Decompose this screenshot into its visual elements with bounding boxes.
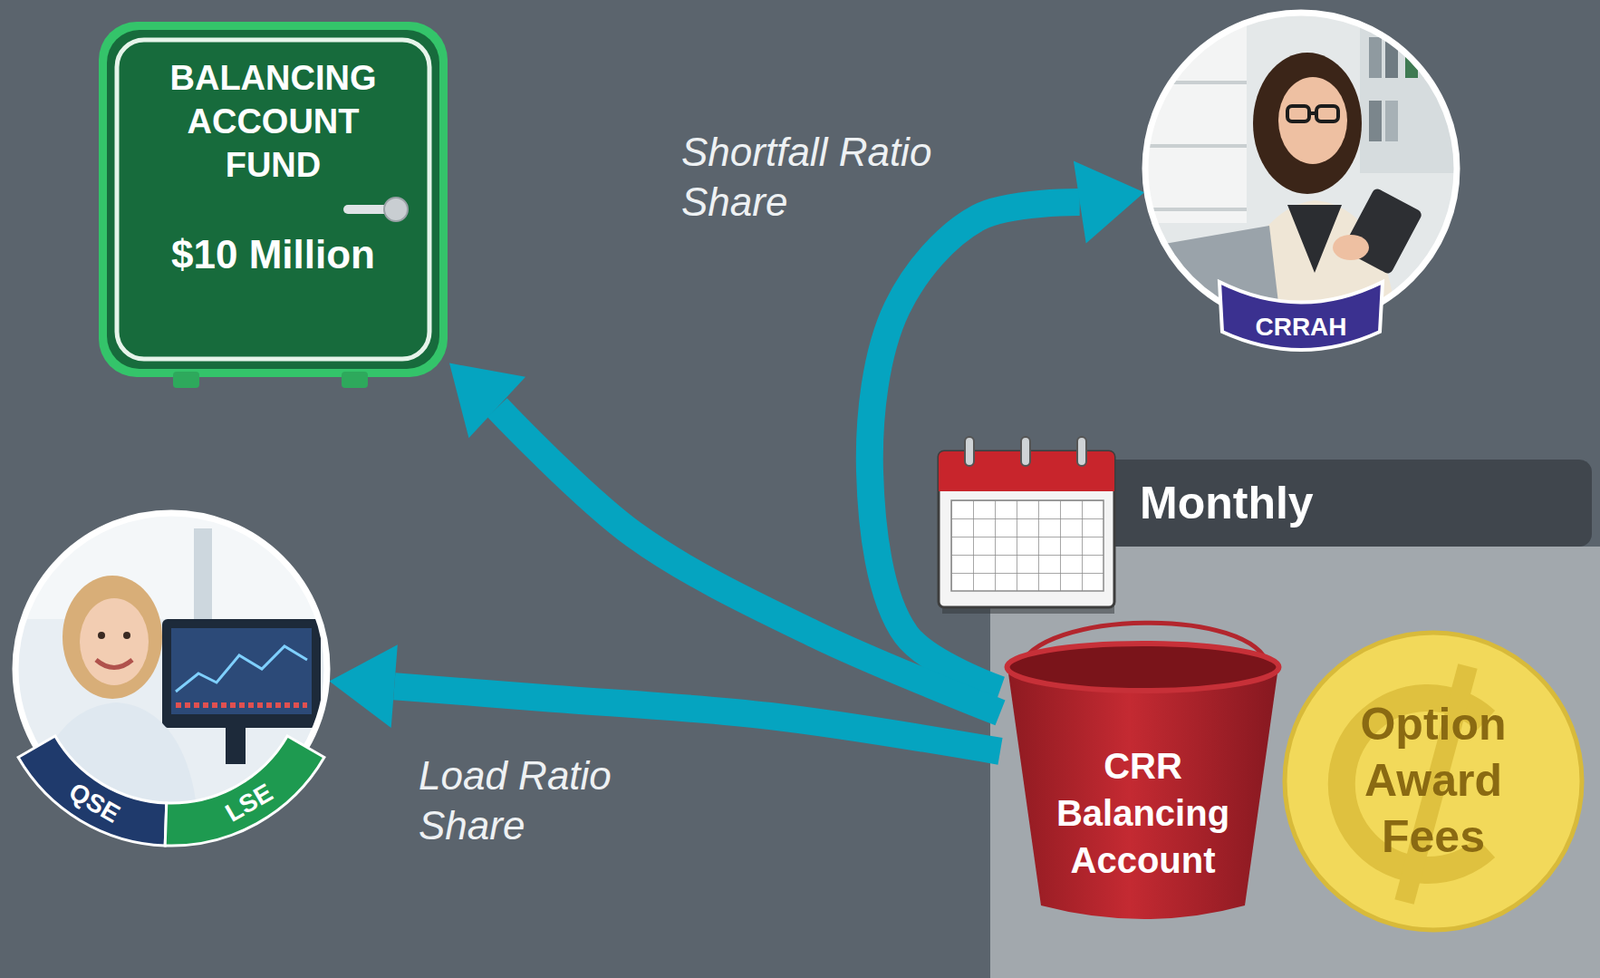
illustration-part: [171, 627, 312, 714]
arrow-head: [328, 644, 397, 728]
illustration-part: [175, 645, 308, 692]
safe-knob: [384, 197, 408, 222]
illustration-part: [1142, 9, 1460, 328]
node-shape: [12, 510, 330, 850]
photo-ring: [1145, 12, 1457, 325]
bucket-label: CRR Balancing Account: [1038, 742, 1248, 884]
lse-banner: [164, 735, 325, 846]
illustration-part: [951, 500, 1104, 591]
illustration-part: [1021, 436, 1031, 466]
coin-circle: Option Award Fees: [1281, 629, 1585, 933]
safe-foot: [173, 371, 200, 388]
role-circle: CRRAH: [1142, 9, 1460, 355]
fund-title: BALANCING ACCOUNT FUND: [155, 56, 391, 187]
fund-amount: $10 Million: [133, 230, 414, 279]
safe-box: BALANCING ACCOUNT FUND $10 Million: [96, 19, 450, 392]
illustration-part: [964, 436, 974, 466]
illustration-part: [1287, 106, 1310, 122]
illustration-part: [12, 510, 330, 619]
edge-label: Load Ratio Share: [418, 750, 655, 850]
edge-label: Shortfall Ratio Share: [681, 126, 972, 227]
bucket-body: [1007, 666, 1279, 919]
arrow-shaft: [869, 202, 1080, 690]
flow-arrow: [449, 363, 1001, 714]
panel-heading: Monthly: [1139, 475, 1439, 531]
illustration-part: [62, 575, 163, 699]
illustration-part: [1278, 77, 1348, 164]
coin-label: Option Award Fees: [1324, 695, 1543, 865]
safe-door-line: [116, 39, 430, 359]
qse-banner: [18, 735, 167, 846]
illustration-part: [1368, 100, 1382, 142]
flow-arrow: [869, 161, 1145, 690]
calendar-icon: [938, 436, 1115, 614]
illustration-part: [96, 659, 133, 668]
illustration-part: [1316, 106, 1339, 122]
illustration-part: [225, 727, 246, 764]
illustration-part: [1077, 436, 1087, 466]
role-circle: QSELSE: [12, 510, 330, 850]
node-shape: [1142, 9, 1460, 355]
arrow-head: [1073, 161, 1145, 244]
safe-border: [98, 21, 448, 377]
illustration-part: [938, 451, 1115, 608]
illustration-part: [1368, 37, 1382, 78]
monthly-panel: MonthlyCRR Balancing Account Option Award…: [990, 459, 1600, 978]
coin-face: [1284, 632, 1582, 930]
flow-arrow: [328, 644, 1001, 752]
role-name: CRRAH: [1219, 310, 1383, 344]
illustration-part: [1359, 19, 1460, 174]
role-banner: [1219, 281, 1383, 350]
illustration-part: [97, 631, 106, 639]
illustration-part: [175, 702, 308, 708]
arrow-head: [449, 363, 526, 439]
safe-foot: [341, 371, 368, 388]
illustration-part: [1341, 186, 1424, 275]
bucket-rim: [1007, 643, 1280, 691]
illustration-part: [1385, 100, 1398, 142]
arrow-shaft: [394, 685, 1001, 752]
illustration-part: [1287, 204, 1342, 273]
arrow-shaft: [497, 407, 1001, 714]
bucket-shape: CRR Balancing Account: [1000, 616, 1286, 929]
illustration-part: [1332, 234, 1369, 261]
illustration-part: [951, 500, 1104, 591]
person-photo: [1142, 9, 1460, 337]
illustration-part: [79, 597, 149, 685]
illustration-part: [1309, 111, 1317, 116]
illustration-part: [123, 631, 131, 639]
illustration-part: [938, 472, 1115, 492]
illustration-part: [162, 618, 321, 728]
safe-body: [106, 29, 440, 369]
illustration-part: [1253, 52, 1362, 194]
